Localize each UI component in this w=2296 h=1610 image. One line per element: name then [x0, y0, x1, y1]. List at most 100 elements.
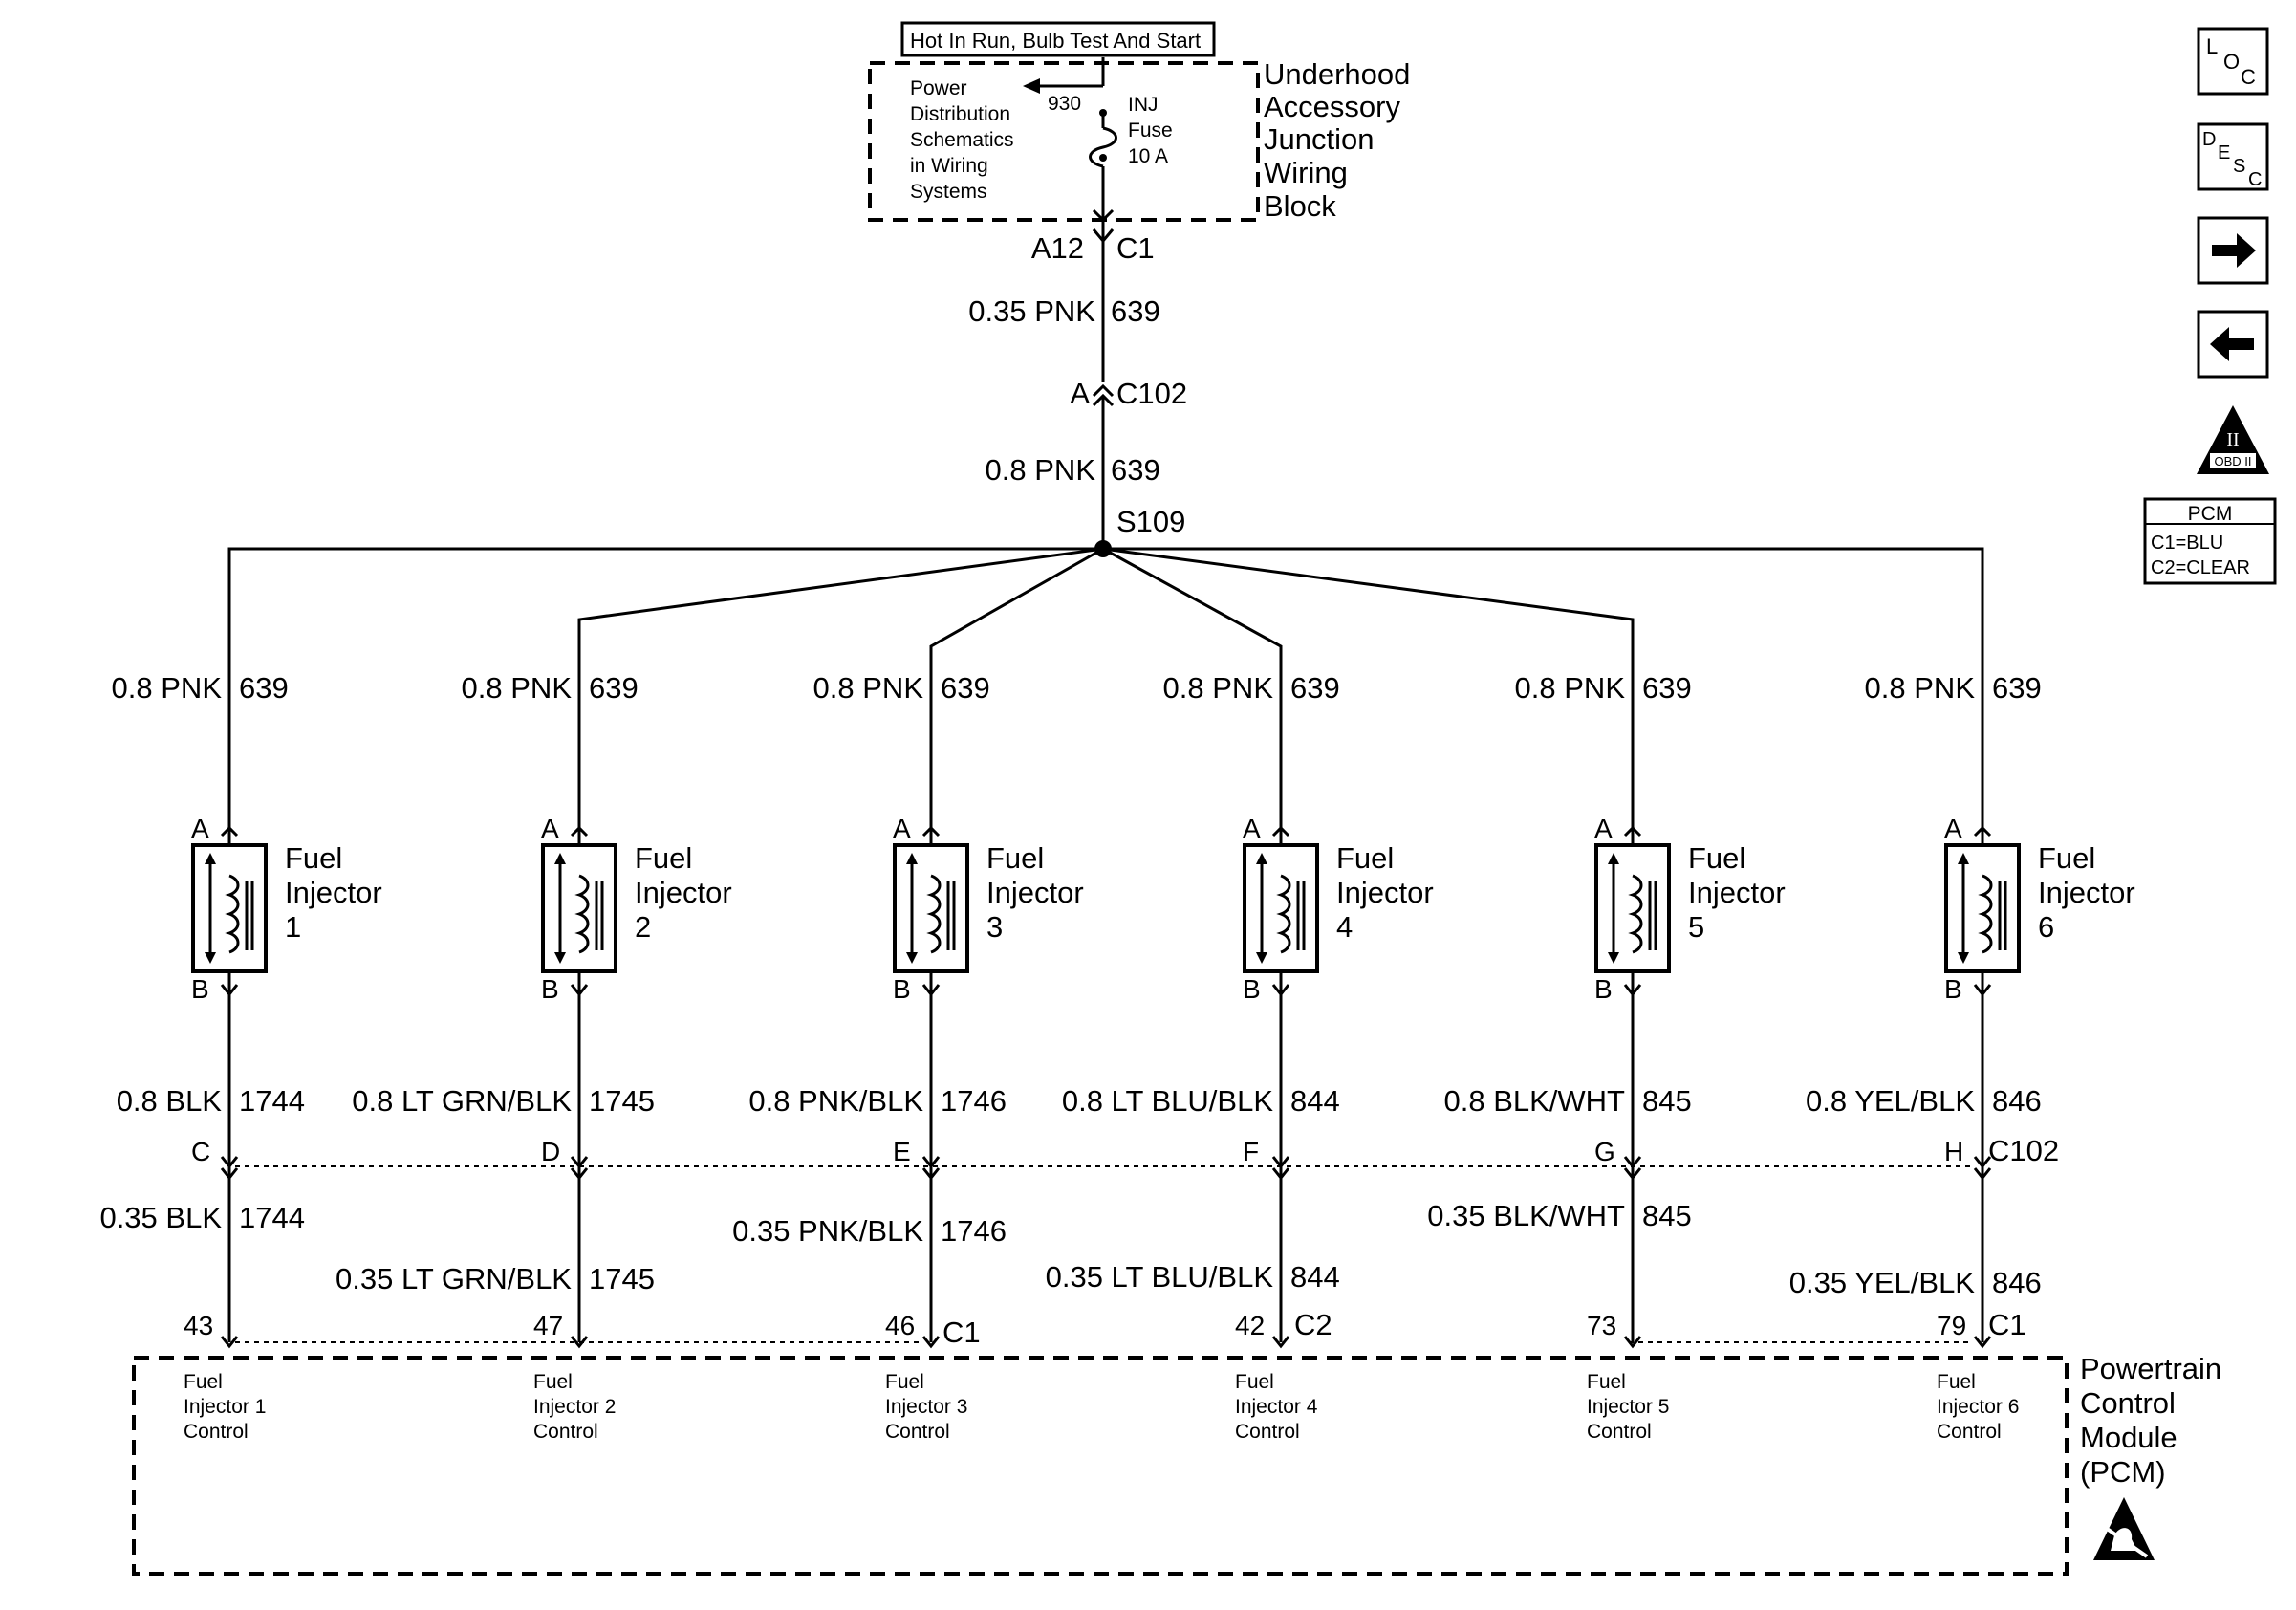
- return-lower-circuit: 844: [1290, 1260, 1340, 1294]
- injector-pin-a: A: [1944, 814, 1962, 843]
- junction-pin-a12: A12: [1031, 231, 1084, 265]
- return-upper-gauge: 0.8 PNK/BLK: [748, 1084, 923, 1118]
- return-upper-gauge: 0.8 YEL/BLK: [1806, 1084, 1975, 1118]
- power-distribution-reference: Power Distribution Schematics in Wiring …: [910, 77, 1019, 203]
- feed-circuit-label: 639: [1290, 671, 1340, 705]
- return-upper-circuit: 844: [1290, 1084, 1340, 1118]
- connector-icon: [570, 1336, 589, 1349]
- connector-icon: [1623, 1336, 1642, 1349]
- return-upper-gauge: 0.8 BLK/WHT: [1444, 1084, 1626, 1118]
- c102-pin: C: [191, 1137, 210, 1166]
- injector-pin-a: A: [893, 814, 911, 843]
- loc-button[interactable]: L O C: [2197, 27, 2269, 96]
- svg-text:C: C: [2241, 65, 2256, 89]
- return-lower-circuit: 845: [1642, 1199, 1692, 1232]
- svg-text:C2=CLEAR: C2=CLEAR: [2151, 557, 2250, 578]
- return-lower-gauge: 0.35 LT GRN/BLK: [336, 1262, 572, 1295]
- injector-body: [191, 843, 268, 973]
- return-upper-circuit: 1745: [589, 1084, 655, 1118]
- feed-circuit-label: 639: [1642, 671, 1692, 705]
- return-lower-circuit: 1744: [239, 1201, 305, 1234]
- injector-body: [541, 843, 617, 973]
- previous-page-button[interactable]: [2197, 310, 2269, 379]
- injector-pin-b: B: [1243, 974, 1261, 1004]
- next-page-button[interactable]: [2197, 216, 2269, 285]
- junction-block-title: Underhood Accessory Junction Wiring Bloc…: [1264, 57, 1419, 223]
- pcm-pin: 46: [885, 1311, 915, 1340]
- pcm-pin: 42: [1235, 1311, 1265, 1340]
- injector-body: [1243, 843, 1319, 973]
- feed-gauge-label: 0.8 PNK: [1163, 671, 1274, 705]
- pcm-c1-label-right: C1: [1988, 1308, 2026, 1341]
- injector-pin-b: B: [191, 974, 209, 1004]
- trunk-upper-gauge: 0.35 PNK: [968, 294, 1095, 328]
- svg-text:PCM: PCM: [2188, 503, 2233, 525]
- return-lower-circuit: 1746: [941, 1214, 1007, 1248]
- injector-pin-b: B: [1594, 974, 1613, 1004]
- c102-pin: F: [1243, 1137, 1259, 1166]
- c102-pin: E: [893, 1137, 911, 1166]
- return-lower-gauge: 0.35 BLK: [99, 1201, 222, 1234]
- c102-trunk-pin: A: [1070, 377, 1090, 410]
- return-lower-circuit: 1745: [589, 1262, 655, 1295]
- c102-pin: G: [1594, 1137, 1615, 1166]
- feed-gauge-label: 0.8 PNK: [1515, 671, 1626, 705]
- return-upper-gauge: 0.8 BLK: [117, 1084, 223, 1118]
- splice-s109: S109: [1116, 505, 1185, 538]
- injector-pin-a: A: [191, 814, 209, 843]
- return-upper-circuit: 1746: [941, 1084, 1007, 1118]
- feed-gauge-label: 0.8 PNK: [112, 671, 223, 705]
- trunk-lower-circuit: 639: [1111, 453, 1160, 487]
- return-upper-circuit: 845: [1642, 1084, 1692, 1118]
- injector-pin-b: B: [893, 974, 911, 1004]
- injector-body: [893, 843, 969, 973]
- return-lower-gauge: 0.35 LT BLU/BLK: [1046, 1260, 1274, 1294]
- feed-gauge-label: 0.8 PNK: [462, 671, 573, 705]
- esd-warning-icon: [2093, 1497, 2155, 1560]
- trunk-lower-gauge: 0.8 PNK: [986, 453, 1096, 487]
- c102-trunk-label: C102: [1116, 377, 1187, 410]
- solenoid-coil-icon: [1628, 874, 1643, 954]
- feed-gauge-label: 0.8 PNK: [813, 671, 924, 705]
- solenoid-coil-icon: [1276, 874, 1291, 954]
- pcm-pin: 47: [533, 1311, 563, 1340]
- feed-wire: [929, 547, 1104, 828]
- svg-text:S: S: [2233, 156, 2245, 177]
- pcm-title: Powertrain Control Module (PCM): [2080, 1352, 2230, 1489]
- desc-button[interactable]: D E S C: [2197, 122, 2269, 191]
- feed-wire: [1102, 547, 1635, 828]
- solenoid-coil-icon: [225, 874, 240, 954]
- svg-text:C1=BLU: C1=BLU: [2151, 533, 2223, 554]
- svg-text:II: II: [2226, 429, 2239, 450]
- return-lower-gauge: 0.35 PNK/BLK: [732, 1214, 923, 1248]
- return-upper-gauge: 0.8 LT GRN/BLK: [352, 1084, 572, 1118]
- connector-icon: [220, 1156, 239, 1169]
- feed-circuit-label: 639: [589, 671, 639, 705]
- arrow-left-icon: [2210, 327, 2254, 361]
- pcm-pin: 43: [184, 1311, 213, 1340]
- injector-pin-a: A: [1243, 814, 1261, 843]
- arrow-left-icon: [1023, 78, 1040, 94]
- pcm-connector-legend: PCM C1=BLU C2=CLEAR: [2143, 497, 2277, 585]
- return-lower-circuit: 846: [1992, 1266, 2042, 1299]
- hot-in-run-label: Hot In Run, Bulb Test And Start: [910, 29, 1201, 53]
- feed-wire: [577, 547, 1104, 828]
- svg-text:D: D: [2202, 129, 2216, 150]
- svg-text:C: C: [2248, 169, 2262, 190]
- c102-pin: H: [1944, 1137, 1963, 1166]
- connector-icon: [1092, 383, 1115, 398]
- svg-text:L: L: [2206, 34, 2218, 58]
